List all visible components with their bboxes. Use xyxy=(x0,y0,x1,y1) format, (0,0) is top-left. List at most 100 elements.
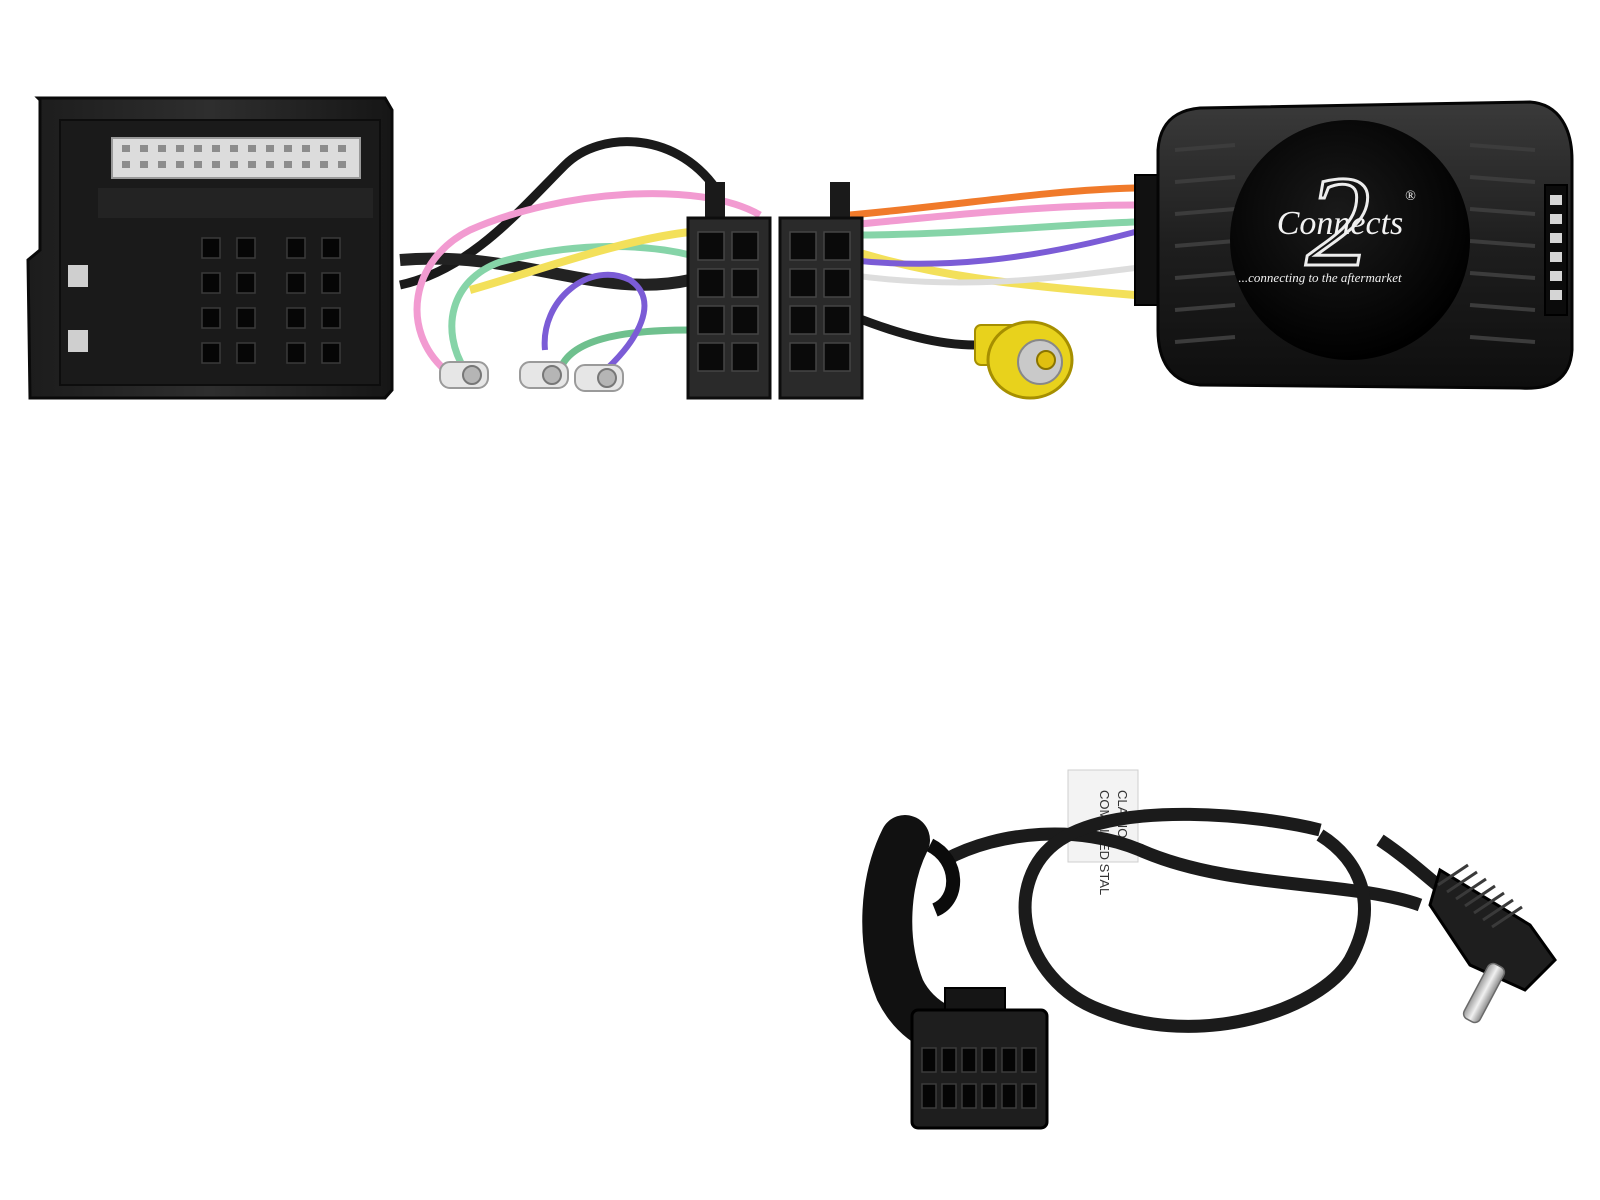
wire-black-rca xyxy=(848,310,976,350)
pin xyxy=(248,161,256,168)
twelve-pin-plug xyxy=(910,987,1049,1130)
pin xyxy=(248,145,256,152)
pin xyxy=(961,1083,977,1109)
pin xyxy=(266,145,274,152)
pin xyxy=(697,342,725,372)
brand-word: Connects xyxy=(1277,205,1404,242)
pin xyxy=(1550,252,1562,262)
wire-white xyxy=(849,265,1136,286)
pin xyxy=(941,1047,957,1073)
ridge xyxy=(1469,143,1536,152)
pin xyxy=(823,342,851,372)
pin xyxy=(823,305,851,335)
ridge xyxy=(1437,863,1469,887)
pin xyxy=(266,161,274,168)
wire-green-2 xyxy=(556,326,691,372)
pin xyxy=(921,1083,937,1109)
pin xyxy=(321,307,341,329)
ridge xyxy=(1446,870,1478,894)
pin xyxy=(140,161,148,168)
pin xyxy=(1001,1047,1017,1073)
pin xyxy=(981,1047,997,1073)
pin xyxy=(122,161,130,168)
pin xyxy=(236,272,256,294)
pin xyxy=(302,145,310,152)
pin xyxy=(158,161,166,168)
pin xyxy=(961,1047,977,1073)
jack-tip xyxy=(1462,962,1506,1024)
pin xyxy=(176,161,184,168)
pin xyxy=(212,161,220,168)
cable-loop xyxy=(1018,807,1371,1033)
pin xyxy=(286,237,306,259)
wire-black-main xyxy=(399,252,692,291)
pin xyxy=(284,161,292,168)
pin xyxy=(320,161,328,168)
ridge xyxy=(1482,898,1514,922)
registered-mark: ® xyxy=(1405,189,1416,204)
pin xyxy=(158,145,166,152)
pin xyxy=(194,161,202,168)
iso-connector-right xyxy=(778,182,864,400)
iso-connector-left xyxy=(686,182,772,400)
pin xyxy=(212,145,220,152)
wire-orange xyxy=(849,184,1136,219)
pin xyxy=(1021,1047,1037,1073)
control-module: 2 Connects ® ...connecting to the afterm… xyxy=(1134,100,1574,390)
ridge xyxy=(1469,207,1536,216)
pin xyxy=(176,145,184,152)
steering-lead: CLARION COMBINED STAL xyxy=(862,769,1557,1130)
pin xyxy=(823,268,851,298)
pin xyxy=(921,1047,937,1073)
pin xyxy=(1550,290,1562,300)
pin xyxy=(1550,271,1562,281)
ridge xyxy=(1174,143,1236,152)
pin xyxy=(697,305,725,335)
pin xyxy=(823,231,851,261)
pin xyxy=(321,272,341,294)
ring-terminals xyxy=(439,361,624,392)
quadlock-connector xyxy=(26,96,394,400)
pin xyxy=(941,1083,957,1109)
pin xyxy=(201,342,221,364)
pin xyxy=(338,161,346,168)
logo-disc xyxy=(1230,120,1470,360)
ridge xyxy=(1464,884,1496,908)
pin xyxy=(236,237,256,259)
pin xyxy=(286,272,306,294)
cable-main xyxy=(941,827,1423,912)
wire-pink xyxy=(413,190,1136,373)
pin xyxy=(230,145,238,152)
right-angle-jack xyxy=(1428,863,1557,1024)
ridge xyxy=(1174,271,1236,280)
wire-blue xyxy=(541,229,1136,378)
pin xyxy=(981,1083,997,1109)
pin xyxy=(302,161,310,168)
pin xyxy=(286,342,306,364)
pin xyxy=(140,145,148,152)
pin xyxy=(697,268,725,298)
ridge xyxy=(1469,303,1536,312)
pin xyxy=(1550,233,1562,243)
ridge xyxy=(1491,905,1523,929)
ridge xyxy=(1174,239,1236,248)
pin xyxy=(789,231,817,261)
pin xyxy=(789,342,817,372)
ridge xyxy=(1469,239,1536,248)
pin xyxy=(731,342,759,372)
pin xyxy=(321,237,341,259)
rca-plug xyxy=(974,320,1074,400)
ridge xyxy=(1174,335,1236,344)
ridge xyxy=(1473,891,1505,915)
pin xyxy=(789,268,817,298)
pin xyxy=(1001,1083,1017,1109)
pin xyxy=(201,272,221,294)
ridge xyxy=(1469,175,1536,184)
pin xyxy=(230,161,238,168)
pin xyxy=(321,342,341,364)
ridge xyxy=(1469,271,1536,280)
pin xyxy=(201,237,221,259)
pin xyxy=(1021,1083,1037,1109)
brand-number: 2 xyxy=(1306,150,1371,294)
